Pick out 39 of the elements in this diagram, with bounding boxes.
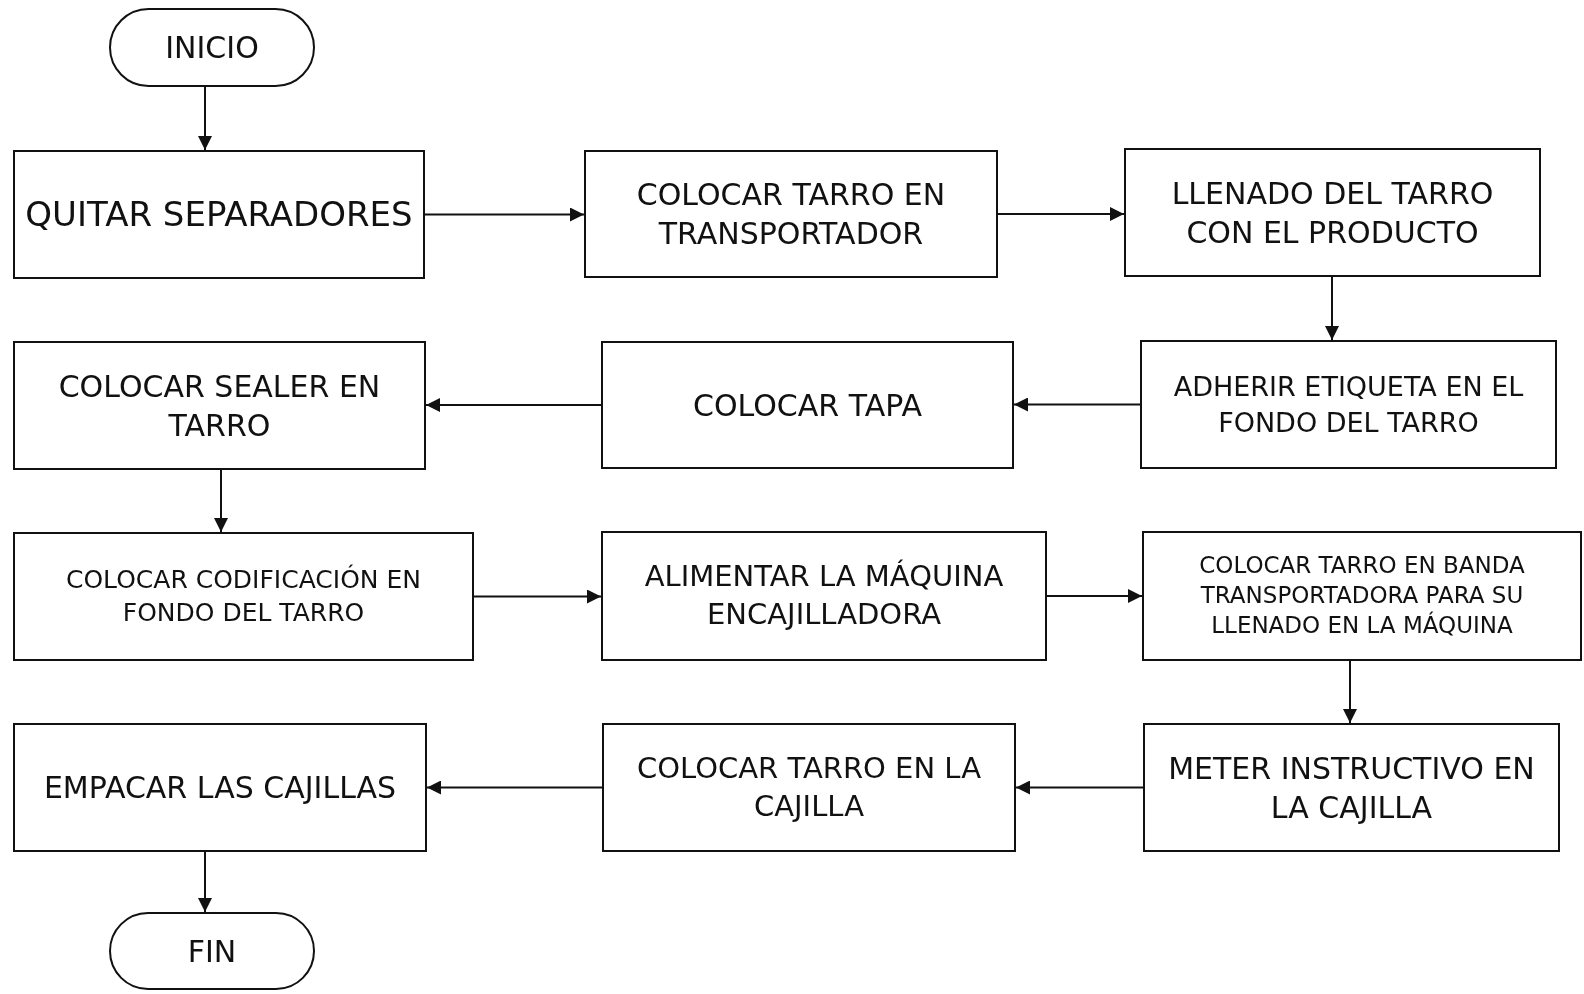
process-box (602, 723, 1016, 852)
process-box (1143, 723, 1560, 852)
arrow (424, 207, 585, 222)
process-box (1124, 148, 1541, 277)
process-box (1140, 340, 1557, 469)
box-label: COLOCAR TARRO EN BANDA TRANSPORTADORA PARA SU LLENADO EN LA MÁQUINA (1198, 551, 1526, 640)
process-box (13, 150, 425, 279)
process-box (13, 723, 427, 852)
arrow (473, 589, 602, 604)
arrow (1013, 397, 1141, 412)
process-box (601, 531, 1047, 661)
arrow (198, 851, 212, 913)
box-label: ALIMENTAR LA MÁQUINA ENCAJILLADORA (643, 558, 1005, 633)
arrow (214, 469, 228, 533)
box-label: COLOCAR SEALER EN TARRO (57, 367, 382, 445)
process-box (1142, 531, 1582, 661)
process-box (584, 150, 998, 278)
box-label: QUITAR SEPARADORES (25, 193, 413, 237)
process-box (13, 341, 426, 470)
arrow (1015, 780, 1144, 795)
arrow (198, 86, 212, 151)
box-label: ADHERIR ETIQUETA EN EL FONDO DEL TARRO (1172, 370, 1525, 440)
arrow (426, 780, 603, 795)
box-label: COLOCAR CODIFICACIÓN EN FONDO DEL TARRO (65, 564, 422, 629)
box-label: EMPACAR LAS CAJILLAS (43, 769, 397, 807)
arrow (1046, 589, 1143, 603)
box-label: COLOCAR TARRO EN TRANSPORTADOR (635, 176, 947, 253)
process-box (601, 341, 1014, 469)
box-label: INICIO (165, 29, 259, 67)
arrow (425, 398, 602, 412)
arrow (997, 207, 1125, 221)
box-label: COLOCAR TAPA (693, 386, 922, 425)
box-label: METER INSTRUCTIVO EN LA CAJILLA (1167, 749, 1536, 827)
box-label: LLENADO DEL TARRO CON EL PRODUCTO (1170, 174, 1495, 252)
arrow (1325, 276, 1339, 341)
box-label: FIN (187, 932, 237, 971)
arrow (1343, 660, 1357, 724)
box-label: COLOCAR TARRO EN LA CAJILLA (636, 749, 982, 825)
process-box (13, 532, 474, 661)
